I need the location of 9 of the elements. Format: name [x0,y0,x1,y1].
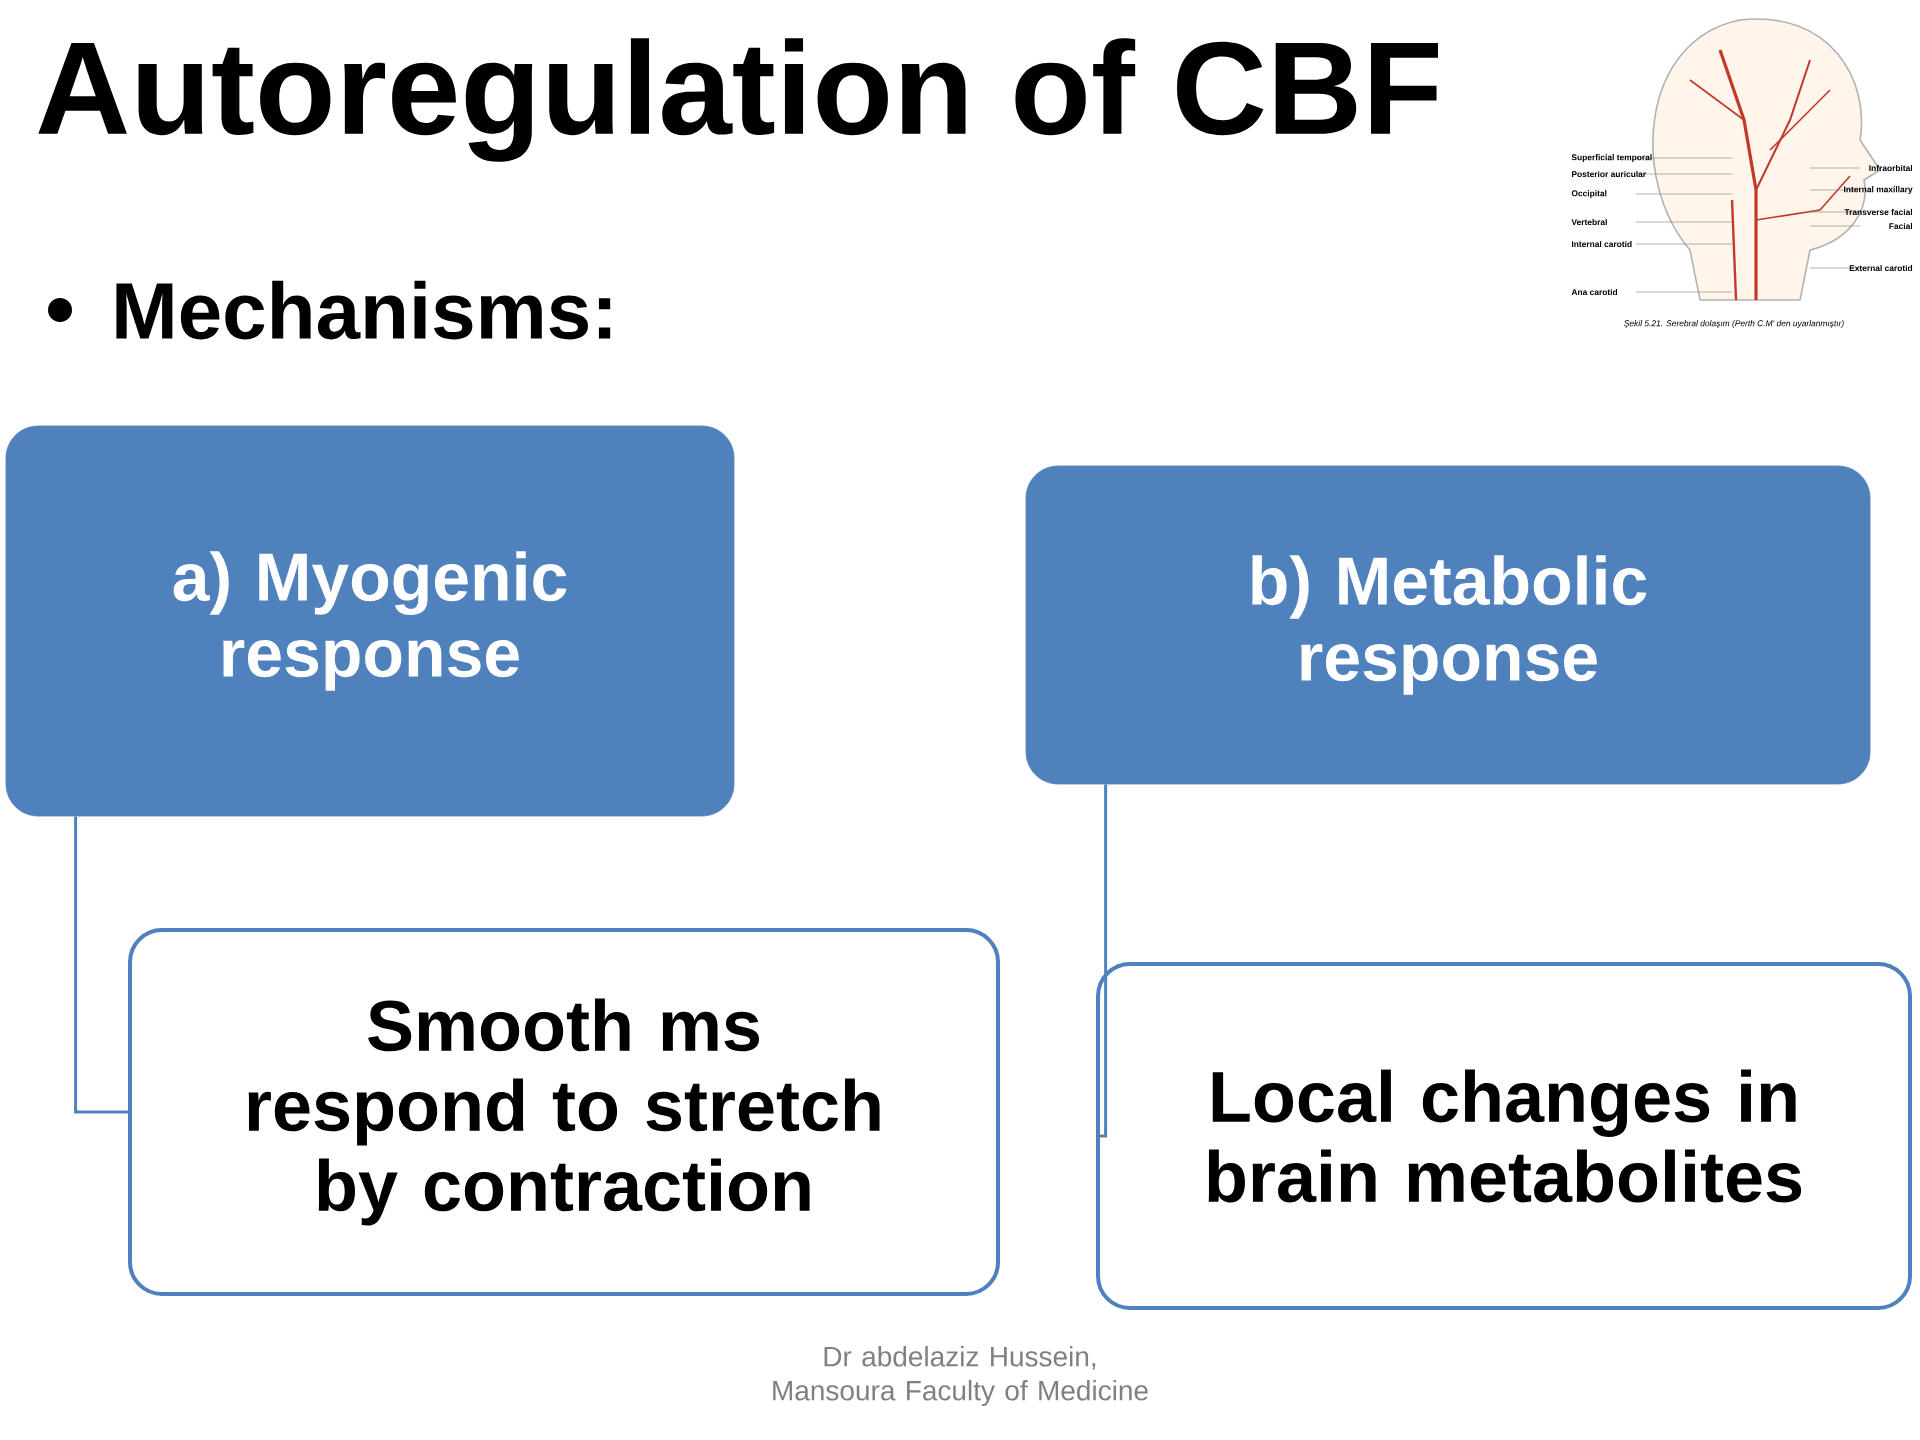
text-box: Smooth ms respond to stretch by contraction [128,928,1000,1296]
title: Autoregulation of CBF [38,38,1438,162]
connector-line [1096,784,1108,1138]
footer-text: Dr abdelaziz Hussein, Mansoura Faculty of Medicine [773,1345,1148,1407]
text-box: Local changes in brain metabolites [1096,962,1913,1310]
bullet-text: Mechanisms: [116,280,611,340]
connector-line [74,816,128,1114]
heading-box: b) Metabolic response [1025,465,1871,785]
heading-box: a) Myogenic response [5,425,735,817]
